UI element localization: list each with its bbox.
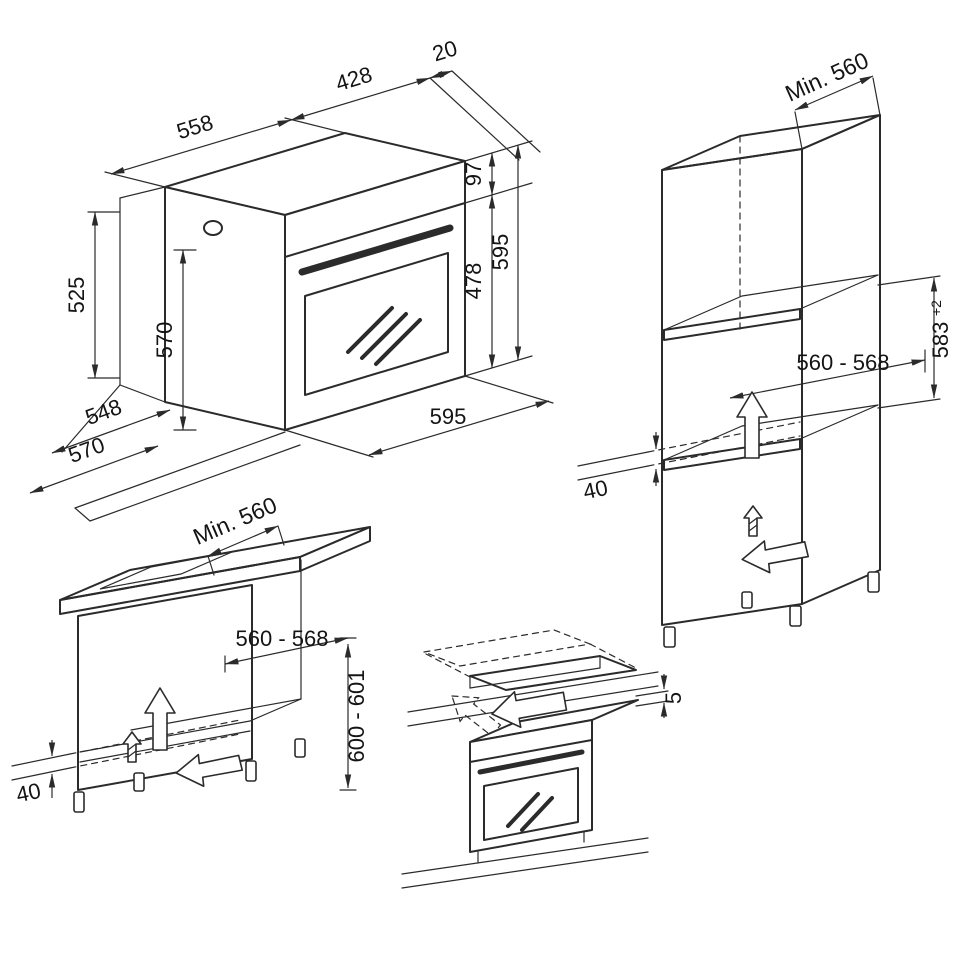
cabinet-top-face	[661, 114, 881, 171]
cabinet-front-frame	[661, 148, 803, 626]
airflow-up-arrow-icon	[144, 687, 176, 751]
diagram-worktop-insert: 5	[401, 629, 686, 889]
insert-oven-feet	[477, 830, 585, 864]
dim-label-583-tolerance: +2	[928, 300, 944, 316]
dim-side-depth: 570	[152, 249, 197, 431]
upper-shelf	[663, 274, 879, 341]
dim-label-428: 428	[333, 62, 375, 97]
diagram-tall-cabinet: Min. 560 560 - 568 583 +2 40	[577, 47, 953, 648]
insert-oven-handle	[477, 749, 585, 775]
slide-direction-arrow-icon	[491, 690, 568, 729]
insert-oven-door-glass	[483, 767, 579, 841]
base-cabinet-front-frame	[77, 584, 253, 791]
warm-air-arrow-icon	[743, 505, 763, 537]
dim-label-558: 558	[174, 110, 216, 145]
dim-vent-gap-base: 40	[11, 719, 241, 808]
oven-handle	[298, 224, 454, 276]
cabinet-feet	[663, 571, 880, 648]
dim-label-478: 478	[461, 263, 486, 300]
control-panel-divider	[284, 202, 466, 258]
dim-label-5: 5	[661, 692, 686, 704]
dim-right-heights: 97 478 595	[461, 140, 533, 377]
dim-recess-depth-tall: 560 - 568	[729, 349, 926, 399]
hob-ghost-outline	[421, 629, 637, 679]
insert-oven-front-face	[469, 719, 593, 853]
dim-label-20: 20	[429, 35, 460, 66]
dim-front-width: 595	[284, 375, 554, 458]
vent-flow-arrow-icon	[741, 540, 810, 574]
vent-flow-arrow-icon	[175, 753, 244, 788]
dim-label-560-568-tall: 560 - 568	[797, 350, 890, 375]
dim-label-600-601: 600 - 601	[344, 670, 369, 763]
side-knockout-hole	[203, 220, 223, 236]
glass-reflection-lines	[346, 306, 422, 366]
dim-recess-height-base: 600 - 601	[339, 637, 369, 791]
insert-oven-panel-divider	[469, 739, 593, 763]
dim-label-97: 97	[461, 162, 486, 186]
dim-label-40-tall: 40	[581, 475, 610, 505]
diagram-base-cabinet: Min. 560 560 - 568 600 - 601 40	[11, 491, 371, 813]
oven-door-glass	[304, 252, 449, 396]
warm-air-arrow-icon	[122, 731, 142, 763]
dim-label-570-side: 570	[152, 322, 177, 359]
dim-floor-depths: 548 570	[29, 394, 171, 494]
ghost-arrow-icon	[451, 695, 502, 737]
dim-label-40-base: 40	[14, 778, 43, 808]
dim-label-583: 583	[928, 322, 953, 359]
hob-slab	[469, 655, 637, 691]
floor-lines	[401, 837, 649, 889]
dim-label-min560-tall: Min. 560	[781, 47, 872, 107]
dim-vent-gap-tall: 40	[577, 421, 801, 505]
lower-shelf	[663, 404, 879, 471]
dim-top-gap: 5	[635, 674, 686, 718]
dim-label-min560-base: Min. 560	[189, 491, 280, 549]
diagram-oven-dimensions: 558 428 20 97 478 595	[29, 35, 554, 522]
dim-label-525: 525	[64, 277, 89, 314]
dim-label-560-568-base: 560 - 568	[236, 626, 329, 651]
dim-min-depth-tall: Min. 560	[781, 47, 881, 150]
glass-reflection-lines	[506, 792, 554, 832]
dim-recess-depth-base: 560 - 568	[224, 626, 349, 673]
dim-label-595-width: 595	[430, 404, 467, 429]
dim-label-595-height: 595	[488, 234, 513, 271]
airflow-up-arrow-icon	[736, 391, 768, 459]
worktop	[59, 526, 371, 615]
dim-left-height: 525	[64, 211, 121, 379]
base-cabinet-feet	[73, 738, 306, 813]
niche-outline	[61, 186, 301, 522]
dim-top-offset: 20	[429, 35, 541, 161]
dim-recess-height-tall: 583 +2	[877, 275, 953, 409]
dim-label-548: 548	[82, 394, 125, 430]
dim-top-depth: 428	[290, 62, 431, 121]
dim-label-570-floor: 570	[65, 432, 108, 468]
